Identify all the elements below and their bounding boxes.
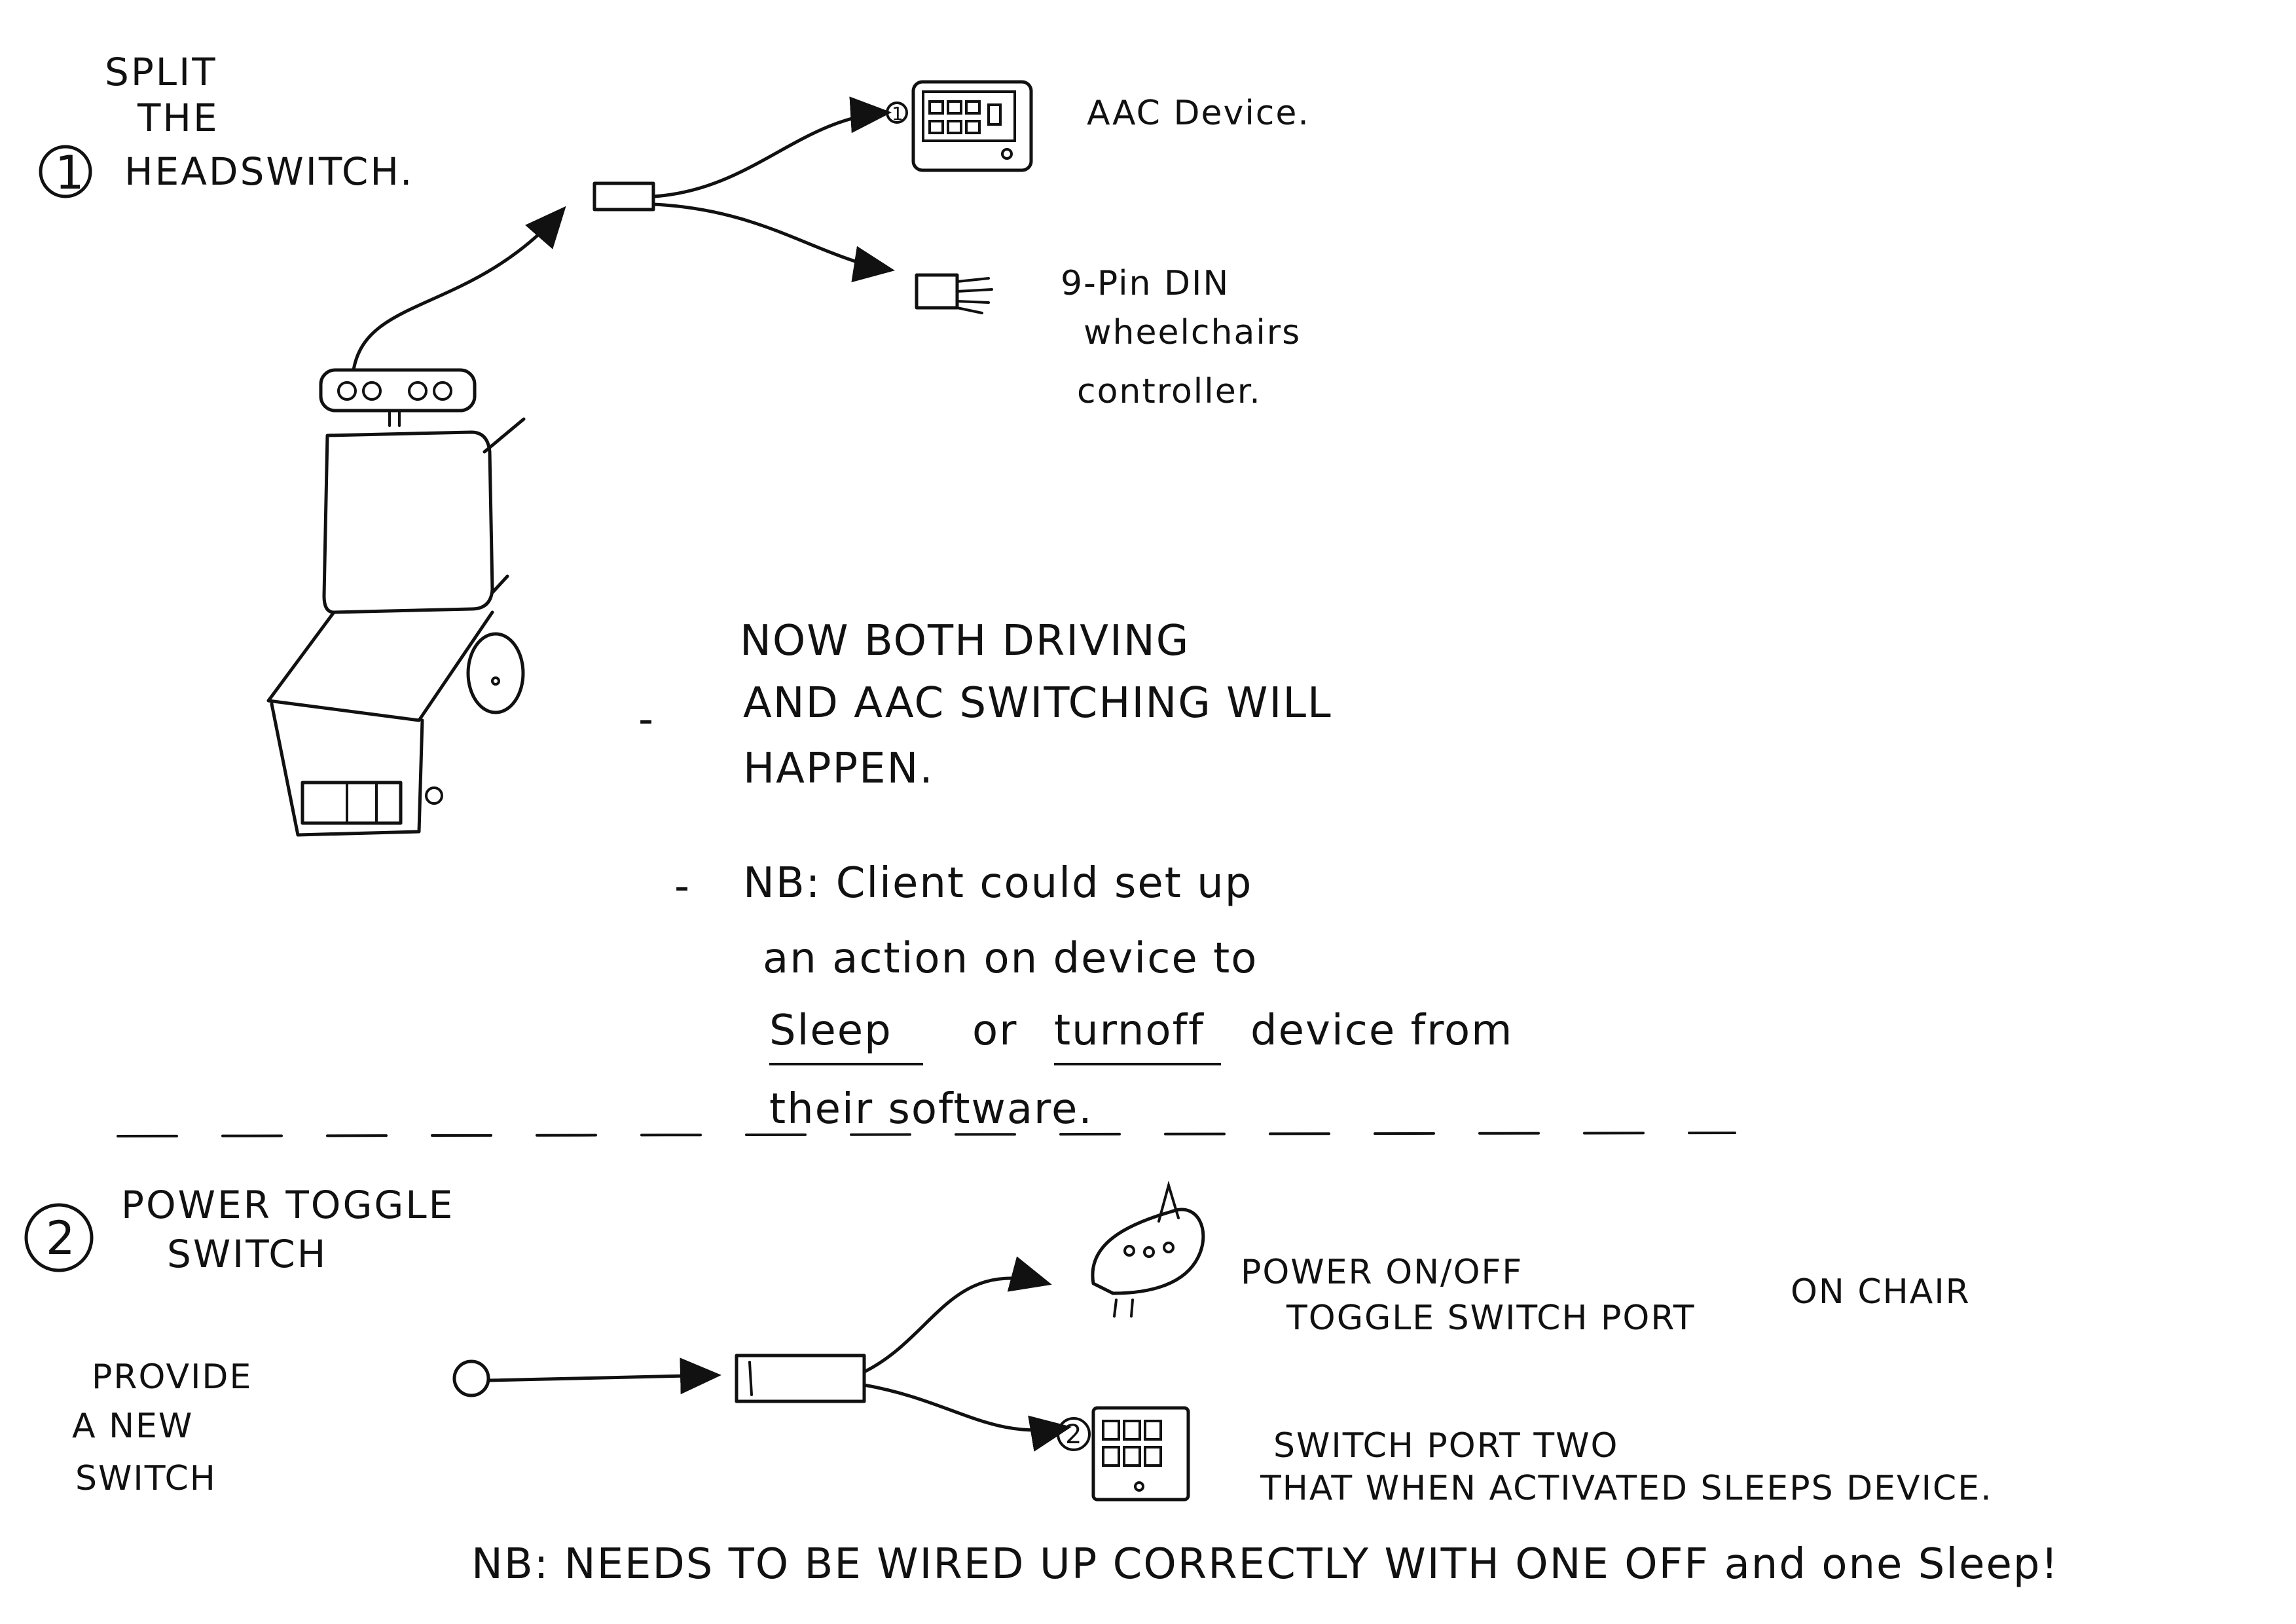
step-2-number: 2 (46, 1211, 75, 1265)
provide-line-2: A NEW (72, 1407, 193, 1446)
cable-to-aac-device (651, 96, 892, 198)
switch-port-label-line-1: SWITCH PORT TWO (1273, 1426, 1618, 1466)
section-2: 2 POWER TOGGLE SWITCH PROVIDE A NEW SWIT… (24, 1180, 2059, 1589)
aac-device-2-icon (1091, 1406, 1190, 1502)
step-1-title-line-3: HEADSWITCH. (124, 149, 414, 194)
aac-device-number: 1 (892, 103, 903, 124)
aac-device-label: AAC Device. (1087, 94, 1310, 133)
din-connector-icon (915, 273, 993, 314)
note-1-line-2: AND AAC SWITCHING WILL (743, 679, 1332, 728)
din-label-line-1: 9-Pin DIN (1061, 264, 1230, 303)
step-1-title-line-1: SPLIT (105, 50, 217, 94)
step-2-title-line-1: POWER TOGGLE (121, 1183, 454, 1227)
splitter-2-icon (735, 1354, 866, 1403)
provide-line-1: PROVIDE (92, 1357, 252, 1397)
cable-to-power-port (862, 1256, 1052, 1374)
section-1: 1 SPLIT THE HEADSWITCH. (39, 50, 1514, 1134)
step-2-title-line-2: SWITCH (167, 1232, 327, 1276)
power-port-icon (1091, 1180, 1205, 1318)
note-2-line-1: NB: Client could set up (743, 859, 1252, 908)
note-2-bullet: - (674, 862, 691, 911)
note-1-bullet: - (638, 695, 655, 744)
switch-port-label-line-2: THAT WHEN ACTIVATED SLEEPS DEVICE. (1260, 1469, 1993, 1508)
footnote: NB: NEEDS TO BE WIRED UP CORRECTLY WITH … (471, 1540, 2059, 1589)
wheel-icon (466, 632, 525, 714)
power-port-label-line-2: TOGGLE SWITCH PORT (1286, 1299, 1695, 1338)
note-2-line-3-rest: device from (1250, 1006, 1514, 1055)
note-1-line-3: HAPPEN. (743, 745, 934, 793)
provide-line-3: SWITCH (75, 1459, 217, 1498)
step-2-circle (24, 1203, 94, 1272)
splitter-icon (592, 181, 655, 212)
step-1-circle (39, 145, 92, 198)
aac-device-icon (911, 80, 1033, 172)
step-1-title-line-2: THE (137, 96, 219, 140)
note-2-line-2: an action on device to (763, 934, 1258, 983)
din-label-line-2: wheelchairs (1084, 313, 1301, 352)
note-2-word-sleep: Sleep (769, 1006, 892, 1055)
wheelchair-sketch-icon (266, 368, 526, 837)
step-1-number: 1 (55, 146, 84, 200)
cable-headswitch-to-splitter (352, 206, 566, 372)
power-port-label-line-3: ON CHAIR (1791, 1272, 1971, 1312)
din-label-line-3: controller. (1077, 372, 1262, 411)
joystick-controller-icon (301, 781, 403, 825)
note-1-line-1: NOW BOTH DRIVING (740, 617, 1190, 665)
note-2-word-turnoff: turnoff (1054, 1006, 1205, 1055)
cable-to-device-2 (862, 1383, 1072, 1452)
new-switch-icon (452, 1359, 490, 1397)
note-2-line-4: their software. (769, 1085, 1093, 1134)
note-2-word-or: or (972, 1006, 1017, 1055)
section-divider (117, 1132, 1736, 1137)
cable-switch-to-splitter (486, 1357, 721, 1395)
power-port-label-line-1: POWER ON/OFF (1241, 1253, 1523, 1292)
cable-to-din (651, 202, 895, 283)
device-2-number: 2 (1065, 1420, 1082, 1450)
headswitch-icon (319, 368, 477, 413)
